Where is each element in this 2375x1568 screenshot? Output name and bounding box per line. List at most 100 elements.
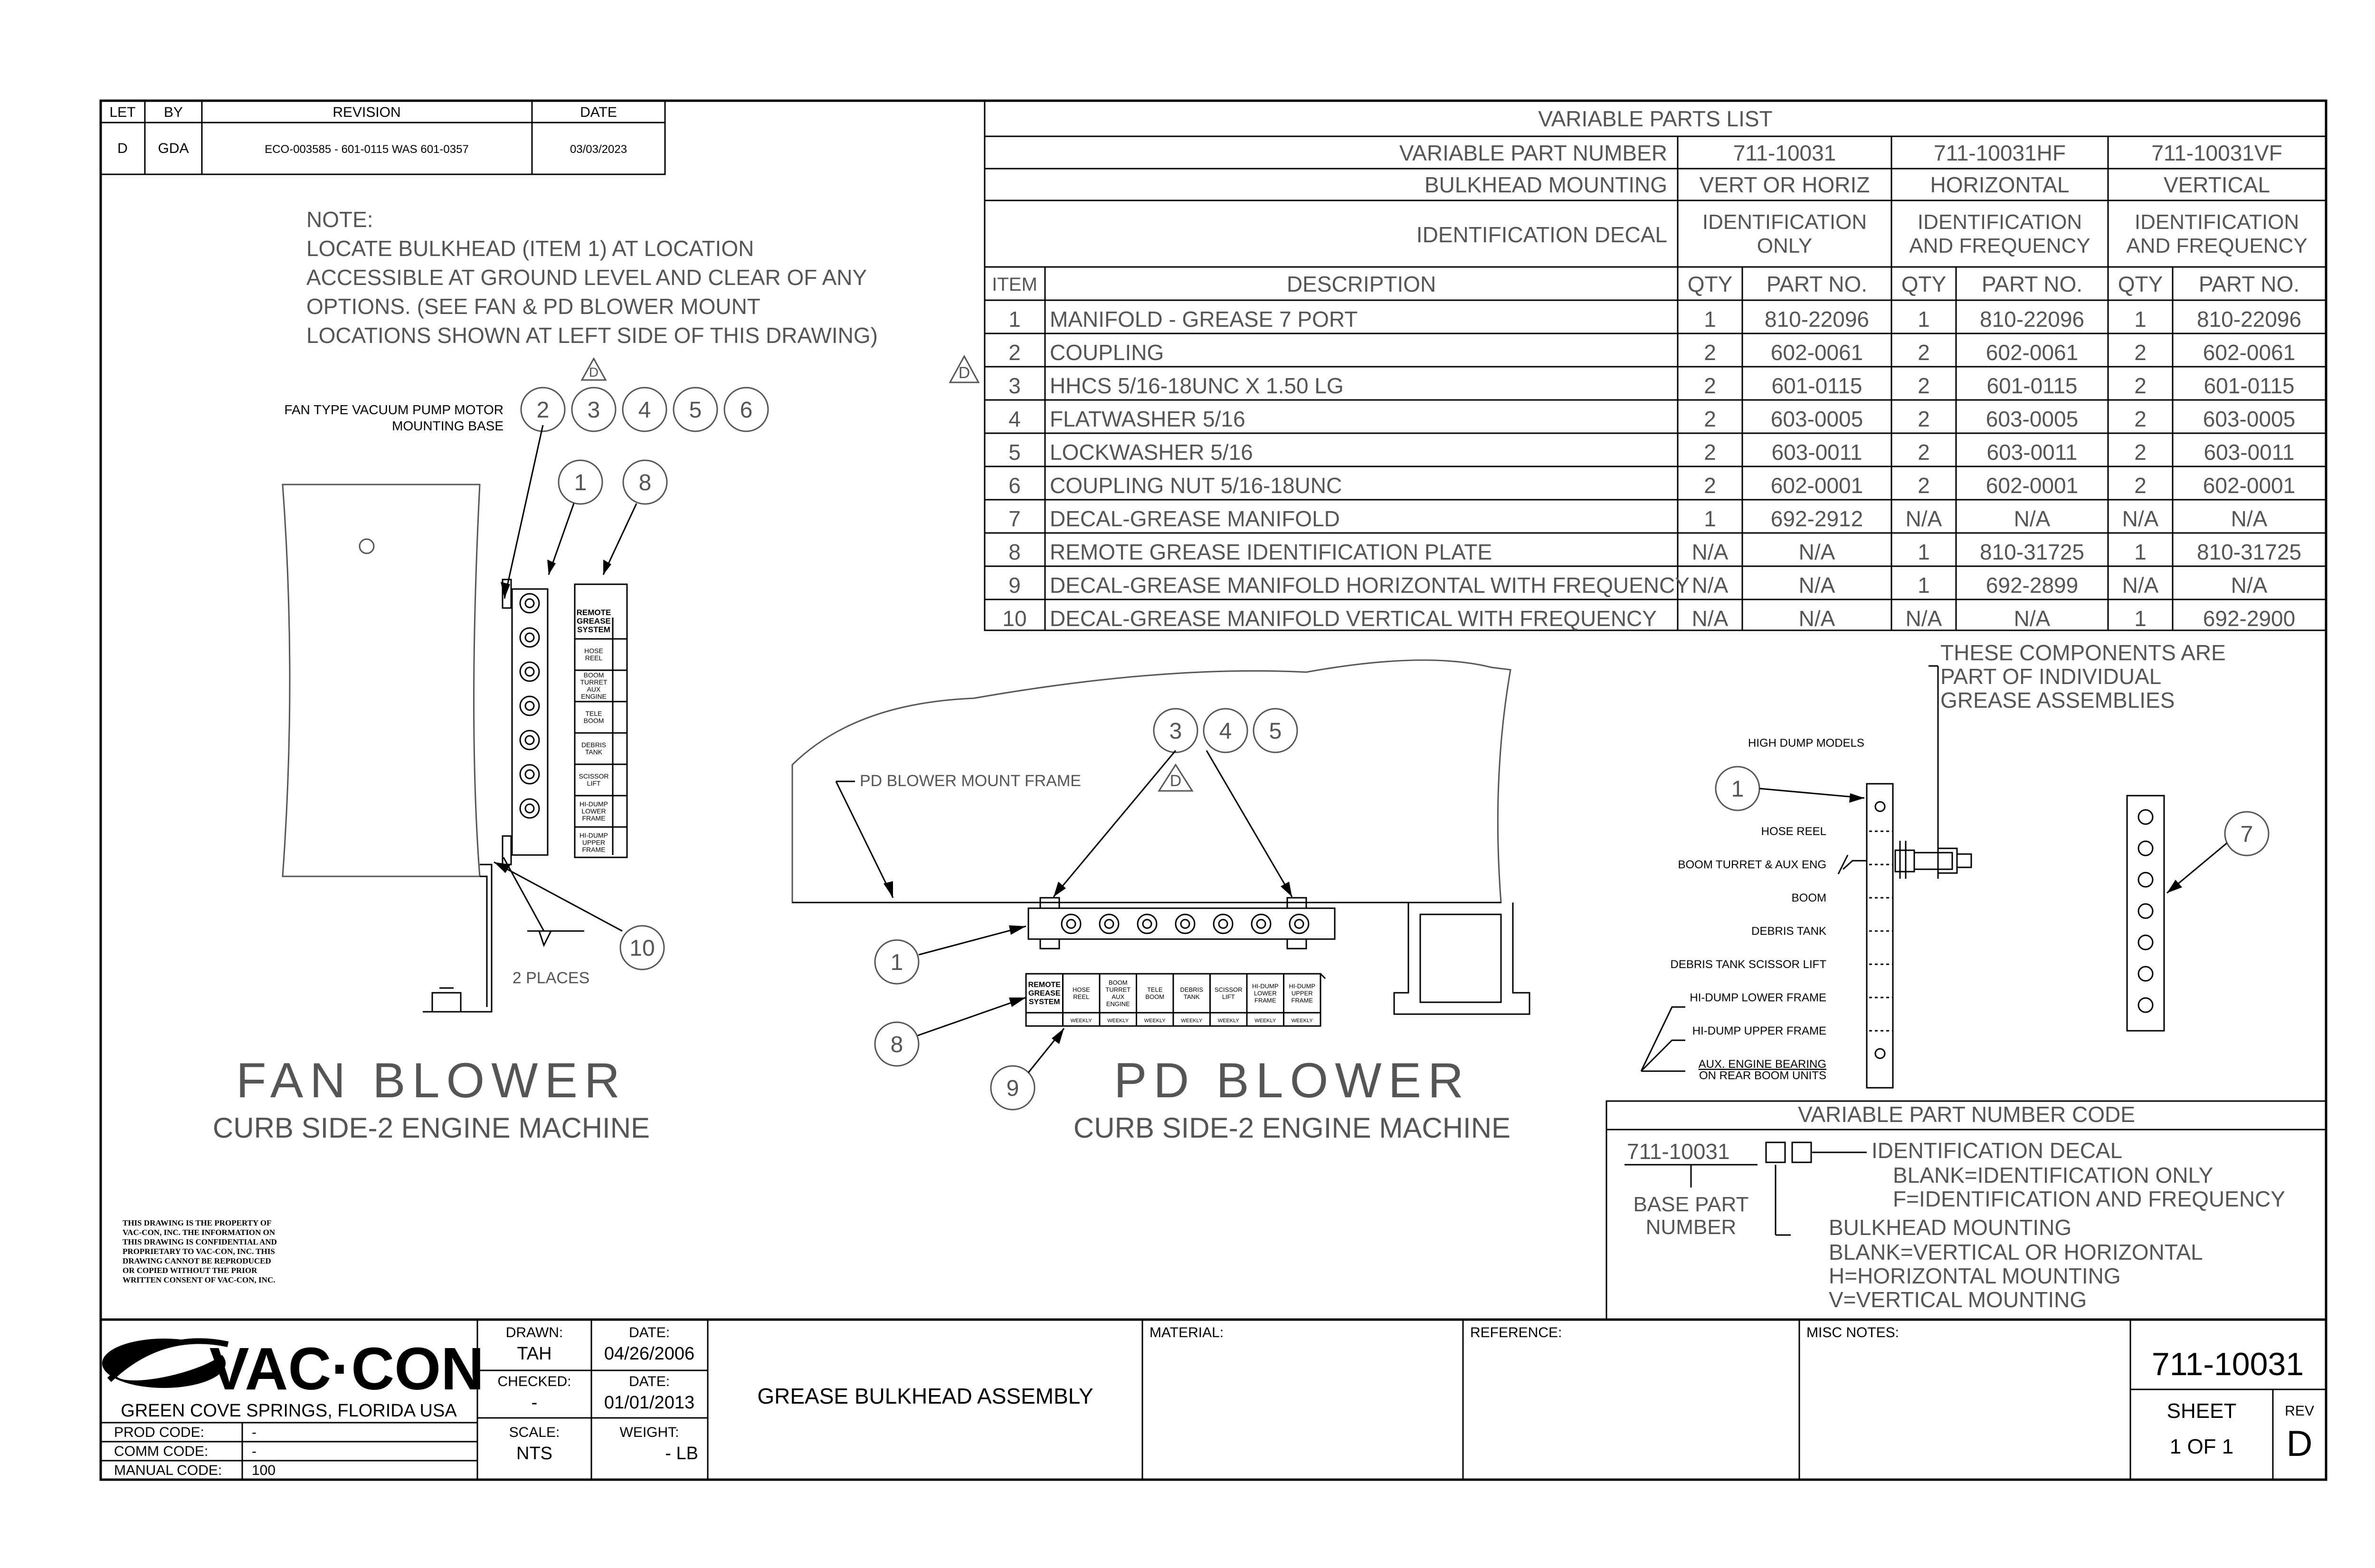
fan-fitting-inner bbox=[524, 735, 535, 745]
fan-fitting bbox=[519, 627, 540, 648]
fan-plate-entry-5-line-1: SCISSOR bbox=[579, 772, 608, 780]
pd-balloon-top-4 bbox=[1203, 708, 1248, 753]
pd-plate-entry-3-line-1: TELE bbox=[1147, 986, 1163, 993]
parts-row-10-cell-1: N/A bbox=[1692, 606, 1729, 631]
parts-row-8-cell-1: N/A bbox=[1692, 540, 1729, 564]
fan-id-plate bbox=[574, 583, 628, 858]
variant-1-decal-line-2: ONLY bbox=[1757, 234, 1813, 257]
pd-plate-entry-1-line-1: HOSE bbox=[1073, 986, 1090, 993]
fan-revision-triangle bbox=[580, 357, 607, 381]
fan-balloon-top-3-label: 3 bbox=[588, 398, 600, 423]
fan-fitting-inner bbox=[524, 598, 535, 608]
part-code-base-label-2: NUMBER bbox=[1646, 1216, 1737, 1239]
parts-row-2-cell-1: 2 bbox=[1704, 340, 1716, 365]
parts-row-9-item: 9 bbox=[1008, 573, 1021, 598]
pd-plate-entry-6-line-2: LOWER bbox=[1254, 990, 1277, 997]
parts-row-7-cell-4: N/A bbox=[2014, 506, 2051, 531]
decal-port bbox=[2138, 903, 2154, 919]
part-code-decal-2: BLANK=IDENTIFICATION ONLY bbox=[1893, 1163, 2213, 1188]
revision-triangle-parts-letter: D bbox=[959, 364, 970, 382]
decal-view: 7 bbox=[2126, 795, 2270, 1032]
parts-row-9-cell-6: N/A bbox=[2231, 573, 2268, 598]
fan-blower-view: REMOTE GREASE SYSTEM HOSEREELBOOMTURRETA… bbox=[213, 357, 769, 1144]
note-line-2: ACCESSIBLE AT GROUND LEVEL AND CLEAR OF … bbox=[306, 265, 867, 290]
drawn-date-label: DATE: bbox=[629, 1325, 670, 1340]
pd-fitting bbox=[1251, 913, 1272, 934]
fan-plate-entry-1-line-1: HOSE bbox=[584, 647, 603, 655]
parts-row-6-description: COUPLING NUT 5/16-18UNC bbox=[1050, 473, 1342, 498]
pd-fitting-inner bbox=[1142, 919, 1152, 929]
vac-con-logo: VAC·CON bbox=[102, 1335, 484, 1402]
parts-row-6-cell-5: 2 bbox=[2134, 473, 2147, 498]
fan-fitting bbox=[519, 798, 540, 819]
pd-plate-entry-2-line-1: BOOM bbox=[1109, 979, 1128, 986]
variant-1-mounting: VERT OR HORIZ bbox=[1700, 172, 1870, 197]
parts-row-10-cell-3: N/A bbox=[1906, 606, 1942, 631]
bulkhead-mounting-label: BULKHEAD MOUNTING bbox=[1425, 172, 1667, 197]
fan-mount-hole bbox=[359, 538, 375, 554]
material-label: MATERIAL: bbox=[1150, 1325, 1224, 1340]
parts-row-5-cell-2: 603-0011 bbox=[1772, 440, 1862, 465]
confidential-line-6: OR COPIED WITHOUT THE PRIOR bbox=[123, 1266, 257, 1275]
decal-balloon-7-label: 7 bbox=[2241, 822, 2253, 847]
pd-fitting-inner bbox=[1256, 919, 1266, 929]
fan-plate-entry-7-line-1: HI-DUMP bbox=[580, 832, 608, 839]
pd-balloon-top-4-label: 4 bbox=[1219, 719, 1232, 744]
fan-fitting bbox=[519, 695, 540, 716]
decal-outline bbox=[2126, 795, 2165, 1032]
variant-1-number: 711-10031 bbox=[1733, 141, 1836, 165]
part-code-mount-1: BULKHEAD MOUNTING bbox=[1829, 1215, 2071, 1240]
parts-row-8-cell-6: 810-31725 bbox=[2197, 540, 2301, 564]
confidential-line-5: DRAWING CANNOT BE REPRODUCED bbox=[123, 1256, 271, 1265]
parts-row-10-cell-4: N/A bbox=[2014, 606, 2051, 631]
pd-plate-entries: REMOTEGREASESYSTEMHOSEREELWEEKLYBOOMTURR… bbox=[1028, 974, 1315, 1026]
parts-row-3-cell-6: 601-0115 bbox=[2204, 373, 2295, 398]
pd-plate-title-2: GREASE bbox=[1028, 989, 1061, 998]
pd-fitting bbox=[1175, 913, 1196, 934]
decal-port bbox=[2138, 872, 2154, 888]
fan-balloon-10-label: 10 bbox=[629, 936, 655, 961]
parts-row-1-cell-4: 810-22096 bbox=[1980, 307, 2084, 332]
vertical-assembly-view: THESE COMPONENTS ARE PART OF INDIVIDUAL … bbox=[1640, 640, 2226, 1089]
pd-fitting bbox=[1289, 913, 1310, 934]
parts-row-7-description: DECAL-GREASE MANIFOLD bbox=[1050, 506, 1340, 531]
pd-fitting-inner bbox=[1294, 919, 1304, 929]
fan-balloon-top-4 bbox=[622, 387, 667, 432]
pd-plate-entry-7-line-2: UPPER bbox=[1292, 990, 1313, 997]
parts-row-4-cell-4: 603-0005 bbox=[1986, 407, 2078, 431]
vertical-label-7: HI-DUMP UPPER FRAME bbox=[1692, 1025, 1826, 1037]
pd-fitting bbox=[1213, 913, 1234, 934]
fan-plate-entry-1-line-2: REEL bbox=[585, 654, 603, 662]
variant-3-decal-line-1: IDENTIFICATION bbox=[2135, 210, 2299, 234]
general-note: NOTE: LOCATE BULKHEAD (ITEM 1) AT LOCATI… bbox=[306, 207, 878, 348]
parts-row-8-description: REMOTE GREASE IDENTIFICATION PLATE bbox=[1050, 540, 1492, 564]
prod-code-label: PROD CODE: bbox=[114, 1425, 204, 1440]
parts-row-1-item: 1 bbox=[1008, 307, 1021, 332]
confidential-line-3: THIS DRAWING IS CONFIDENTIAL AND bbox=[123, 1237, 277, 1246]
vertical-label-high-dump: HIGH DUMP MODELS bbox=[1748, 737, 1864, 750]
parts-list-title: VARIABLE PARTS LIST bbox=[1538, 106, 1772, 131]
pd-fitting-inner bbox=[1066, 919, 1076, 929]
pd-frame-label: PD BLOWER MOUNT FRAME bbox=[860, 772, 1081, 790]
pd-plate-frequency-4: WEEKLY bbox=[1181, 1018, 1203, 1024]
weight-value: - LB bbox=[665, 1444, 698, 1463]
variant-1-decal-line-1: IDENTIFICATION bbox=[1702, 210, 1867, 234]
parts-row-5-cell-4: 603-0011 bbox=[1987, 440, 2078, 465]
drawn-value: TAH bbox=[517, 1344, 551, 1364]
prod-code-value: - bbox=[252, 1425, 256, 1440]
comm-code-value: - bbox=[252, 1444, 256, 1459]
pd-blower-view: PD BLOWER MOUNT FRAME REMOTEGREASESYSTEM… bbox=[791, 659, 1530, 1144]
part-code-base-label-1: BASE PART bbox=[1634, 1193, 1749, 1216]
rev-by: GDA bbox=[158, 141, 189, 156]
fan-plate-entry-6-line-2: LOWER bbox=[581, 808, 606, 815]
pd-fitting-inner bbox=[1104, 919, 1114, 929]
pd-plate-entry-6-line-3: FRAME bbox=[1254, 997, 1276, 1004]
fan-plate-entry-7-line-2: UPPER bbox=[582, 839, 605, 846]
parts-row-4-item: 4 bbox=[1008, 407, 1021, 431]
parts-row-2-description: COUPLING bbox=[1050, 340, 1164, 365]
fan-manifold bbox=[511, 588, 549, 856]
drawing-title: GREASE BULKHEAD ASSEMBLY bbox=[757, 1384, 1093, 1408]
